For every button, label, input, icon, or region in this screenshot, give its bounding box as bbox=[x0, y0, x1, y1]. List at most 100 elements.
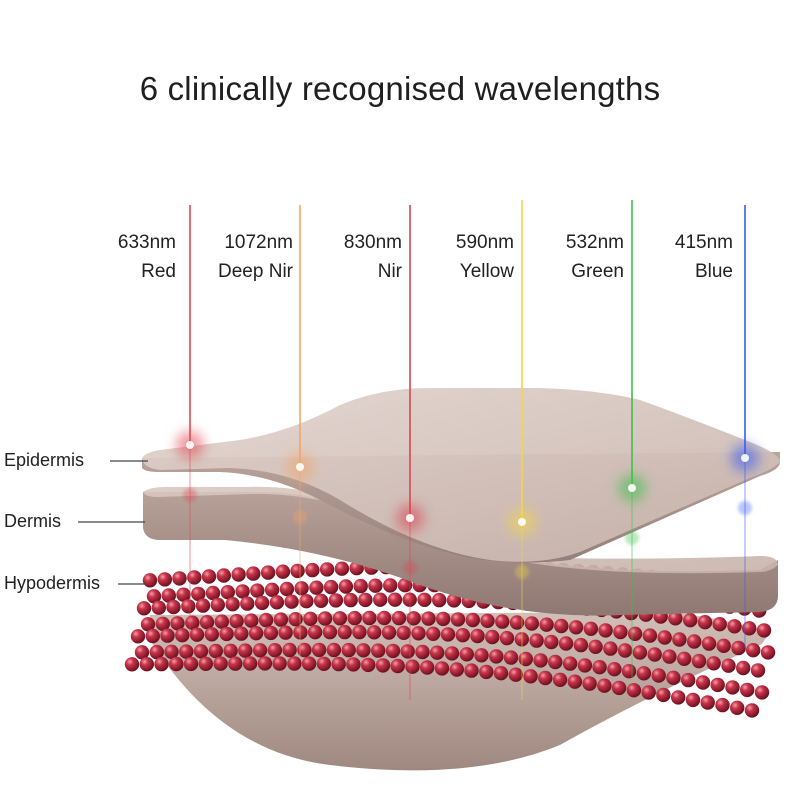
beam-surface-core bbox=[186, 441, 194, 449]
wavelength-label-1072: 1072nm Deep Nir bbox=[183, 228, 293, 286]
hypodermis-bead bbox=[225, 597, 240, 612]
hypodermis-bead bbox=[479, 664, 494, 680]
hypodermis-bead bbox=[373, 592, 388, 607]
hypodermis-bead bbox=[710, 677, 725, 693]
hypodermis-bead bbox=[210, 597, 225, 613]
hypodermis-bead bbox=[577, 658, 593, 673]
hypodermis-bead bbox=[552, 672, 568, 687]
hypodermis-bead bbox=[641, 685, 656, 700]
hypodermis-bead bbox=[474, 648, 489, 663]
hypodermis-bead bbox=[430, 645, 445, 660]
hypodermis-bead bbox=[731, 640, 746, 656]
hypodermis-bead bbox=[149, 644, 164, 660]
hypodermis-bead bbox=[730, 700, 745, 715]
layer-label-hypodermis: Hypodermis bbox=[4, 573, 101, 593]
hypodermis-bead bbox=[489, 649, 504, 664]
hypodermis-bead bbox=[651, 668, 666, 683]
hypodermis-bead bbox=[524, 616, 539, 631]
hypodermis-bead bbox=[341, 642, 356, 658]
hypodermis-bead bbox=[583, 621, 599, 636]
wavelength-name: Deep Nir bbox=[218, 261, 293, 282]
hypodermis-bead bbox=[307, 625, 323, 640]
hypodermis-bead bbox=[598, 623, 613, 638]
hypodermis-bead bbox=[154, 656, 169, 672]
hypodermis-bead bbox=[166, 599, 181, 615]
hypodermis-bead bbox=[169, 656, 184, 672]
hypodermis-bead bbox=[740, 682, 755, 698]
hypodermis-bead bbox=[323, 579, 339, 595]
hypodermis-bead bbox=[284, 594, 299, 609]
hypodermis-bead bbox=[201, 569, 217, 584]
hypodermis-bead bbox=[362, 610, 377, 626]
hypodermis-bead bbox=[444, 646, 460, 661]
hypodermis-bead bbox=[391, 610, 407, 626]
beam-surface-core bbox=[296, 463, 304, 471]
hypodermis-bead bbox=[750, 663, 766, 678]
hypodermis-bead bbox=[301, 656, 317, 671]
hypodermis-bead bbox=[617, 643, 633, 658]
hypodermis-bead bbox=[316, 656, 332, 671]
wavelength-name: Nir bbox=[377, 261, 402, 282]
hypodermis-bead bbox=[568, 620, 584, 635]
hypodermis-bead bbox=[311, 642, 327, 658]
hypodermis-bead bbox=[346, 657, 361, 672]
hypodermis-bead bbox=[742, 621, 757, 636]
hypodermis-bead bbox=[343, 592, 358, 608]
hypodermis-bead bbox=[383, 578, 398, 593]
beam-depth-glow bbox=[625, 531, 639, 545]
hypodermis-bead bbox=[238, 643, 253, 658]
hypodermis-bead bbox=[533, 653, 548, 668]
hypodermis-bead bbox=[223, 643, 238, 658]
wavelength-name: Yellow bbox=[459, 261, 514, 282]
hypodermis-bead bbox=[208, 643, 223, 659]
hypodermis-bead bbox=[195, 598, 211, 613]
hypodermis-bead bbox=[151, 600, 166, 615]
hypodermis-bead bbox=[322, 624, 338, 640]
hypodermis-bead bbox=[685, 692, 701, 708]
hypodermis-bead bbox=[157, 572, 172, 587]
hypodermis-bead bbox=[607, 662, 622, 677]
hypodermis-bead bbox=[377, 610, 392, 626]
hypodermis-bead bbox=[338, 579, 354, 594]
hypodermis-bead bbox=[191, 586, 206, 602]
hypodermis-bead bbox=[613, 624, 628, 640]
hypodermis-bead bbox=[518, 651, 533, 667]
hypodermis-bead bbox=[175, 628, 190, 643]
hypodermis-bead bbox=[662, 649, 677, 664]
hypodermis-bead bbox=[124, 657, 140, 672]
hypodermis-bead bbox=[332, 611, 348, 626]
hypodermis-bead bbox=[358, 592, 373, 608]
wavelength-nm: 590nm bbox=[455, 232, 514, 253]
hypodermis-bead bbox=[246, 566, 261, 581]
hypodermis-bead bbox=[695, 675, 711, 690]
hypodermis-bead bbox=[603, 641, 618, 656]
beam-surface-core bbox=[741, 454, 749, 462]
hypodermis-bead bbox=[746, 643, 761, 658]
hypodermis-bead bbox=[406, 611, 421, 626]
hypodermis-bead bbox=[415, 644, 430, 660]
hypodermis-bead bbox=[691, 653, 707, 669]
hypodermis-bead bbox=[744, 703, 760, 718]
hypodermis-bead bbox=[446, 593, 462, 608]
wavelength-name: Blue bbox=[694, 261, 733, 282]
hypodermis-bead bbox=[666, 670, 681, 685]
hypodermis-bead bbox=[465, 612, 480, 628]
hypodermis-bead bbox=[181, 599, 196, 614]
hypodermis-bead bbox=[754, 685, 770, 700]
hypodermis-bead bbox=[538, 670, 553, 686]
hypodermis-bead bbox=[716, 638, 731, 653]
hypodermis-bead bbox=[267, 643, 283, 658]
layer-label-dermis: Dermis bbox=[4, 511, 61, 531]
hypodermis-bead bbox=[449, 662, 464, 677]
hypodermis-bead bbox=[671, 690, 686, 705]
hypodermis-bead bbox=[700, 695, 715, 710]
hypodermis-bead bbox=[183, 656, 199, 672]
hypodermis-bead bbox=[721, 658, 736, 673]
hypodermis-bead bbox=[426, 626, 441, 641]
hypodermis-bead bbox=[299, 594, 314, 609]
hypodermis-bead bbox=[503, 650, 519, 665]
hypodermis-bead bbox=[347, 610, 362, 626]
hypodermis-bead bbox=[326, 642, 342, 658]
hypodermis-bead bbox=[170, 616, 185, 631]
hypodermis-bead bbox=[282, 642, 297, 658]
